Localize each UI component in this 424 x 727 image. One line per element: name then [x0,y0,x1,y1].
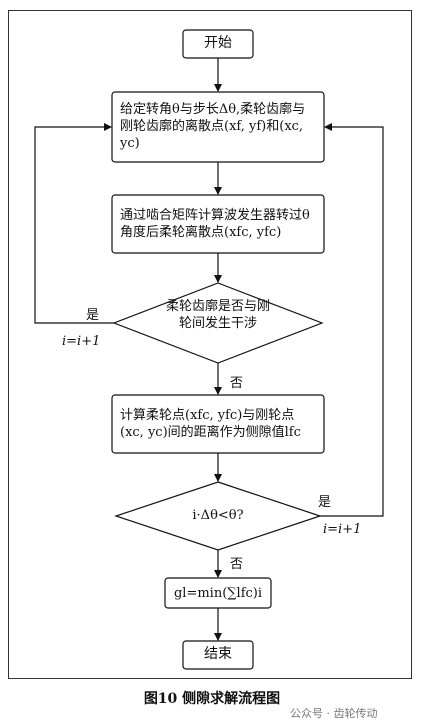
end-node [182,640,254,670]
watermark: 公众号 · 齿轮传动 [290,707,378,720]
yes-label-1: 是 [86,308,100,323]
no-label-2: 否 [230,557,244,572]
figure-frame [8,10,412,679]
box4-label: gl=min(∑lfc)i [173,586,263,601]
loop-left-arrow [34,123,114,324]
box2-label: 通过啮合矩阵计算波发生器转过θ角度后柔轮离散点(xfc, yfc) [120,208,310,240]
end-label: 结束 [204,646,232,662]
box3-label: 计算柔轮点(xfc, yfc)与刚轮点(xc, yc)间的距离作为侧隙值lfc [120,408,301,440]
diamond1-label: 柔轮齿廓是否与刚轮间发生干涉 [165,299,270,331]
increment-label-2: i=i+1 [323,522,362,537]
box1-label: 给定转角θ与步长Δθ,柔轮齿廓与刚轮齿廓的离散点(xf, yf)和(xc, yc… [120,102,306,151]
yes-label-2: 是 [318,495,332,510]
diamond2-label: i·Δθ<θ? [192,508,244,523]
start-label: 开始 [204,35,232,51]
figure-caption: 图10 侧隙求解流程图 [143,691,281,707]
no-label-1: 否 [230,376,244,391]
loop-right-arrow [320,123,384,517]
increment-label-1: i=i+1 [62,334,101,349]
